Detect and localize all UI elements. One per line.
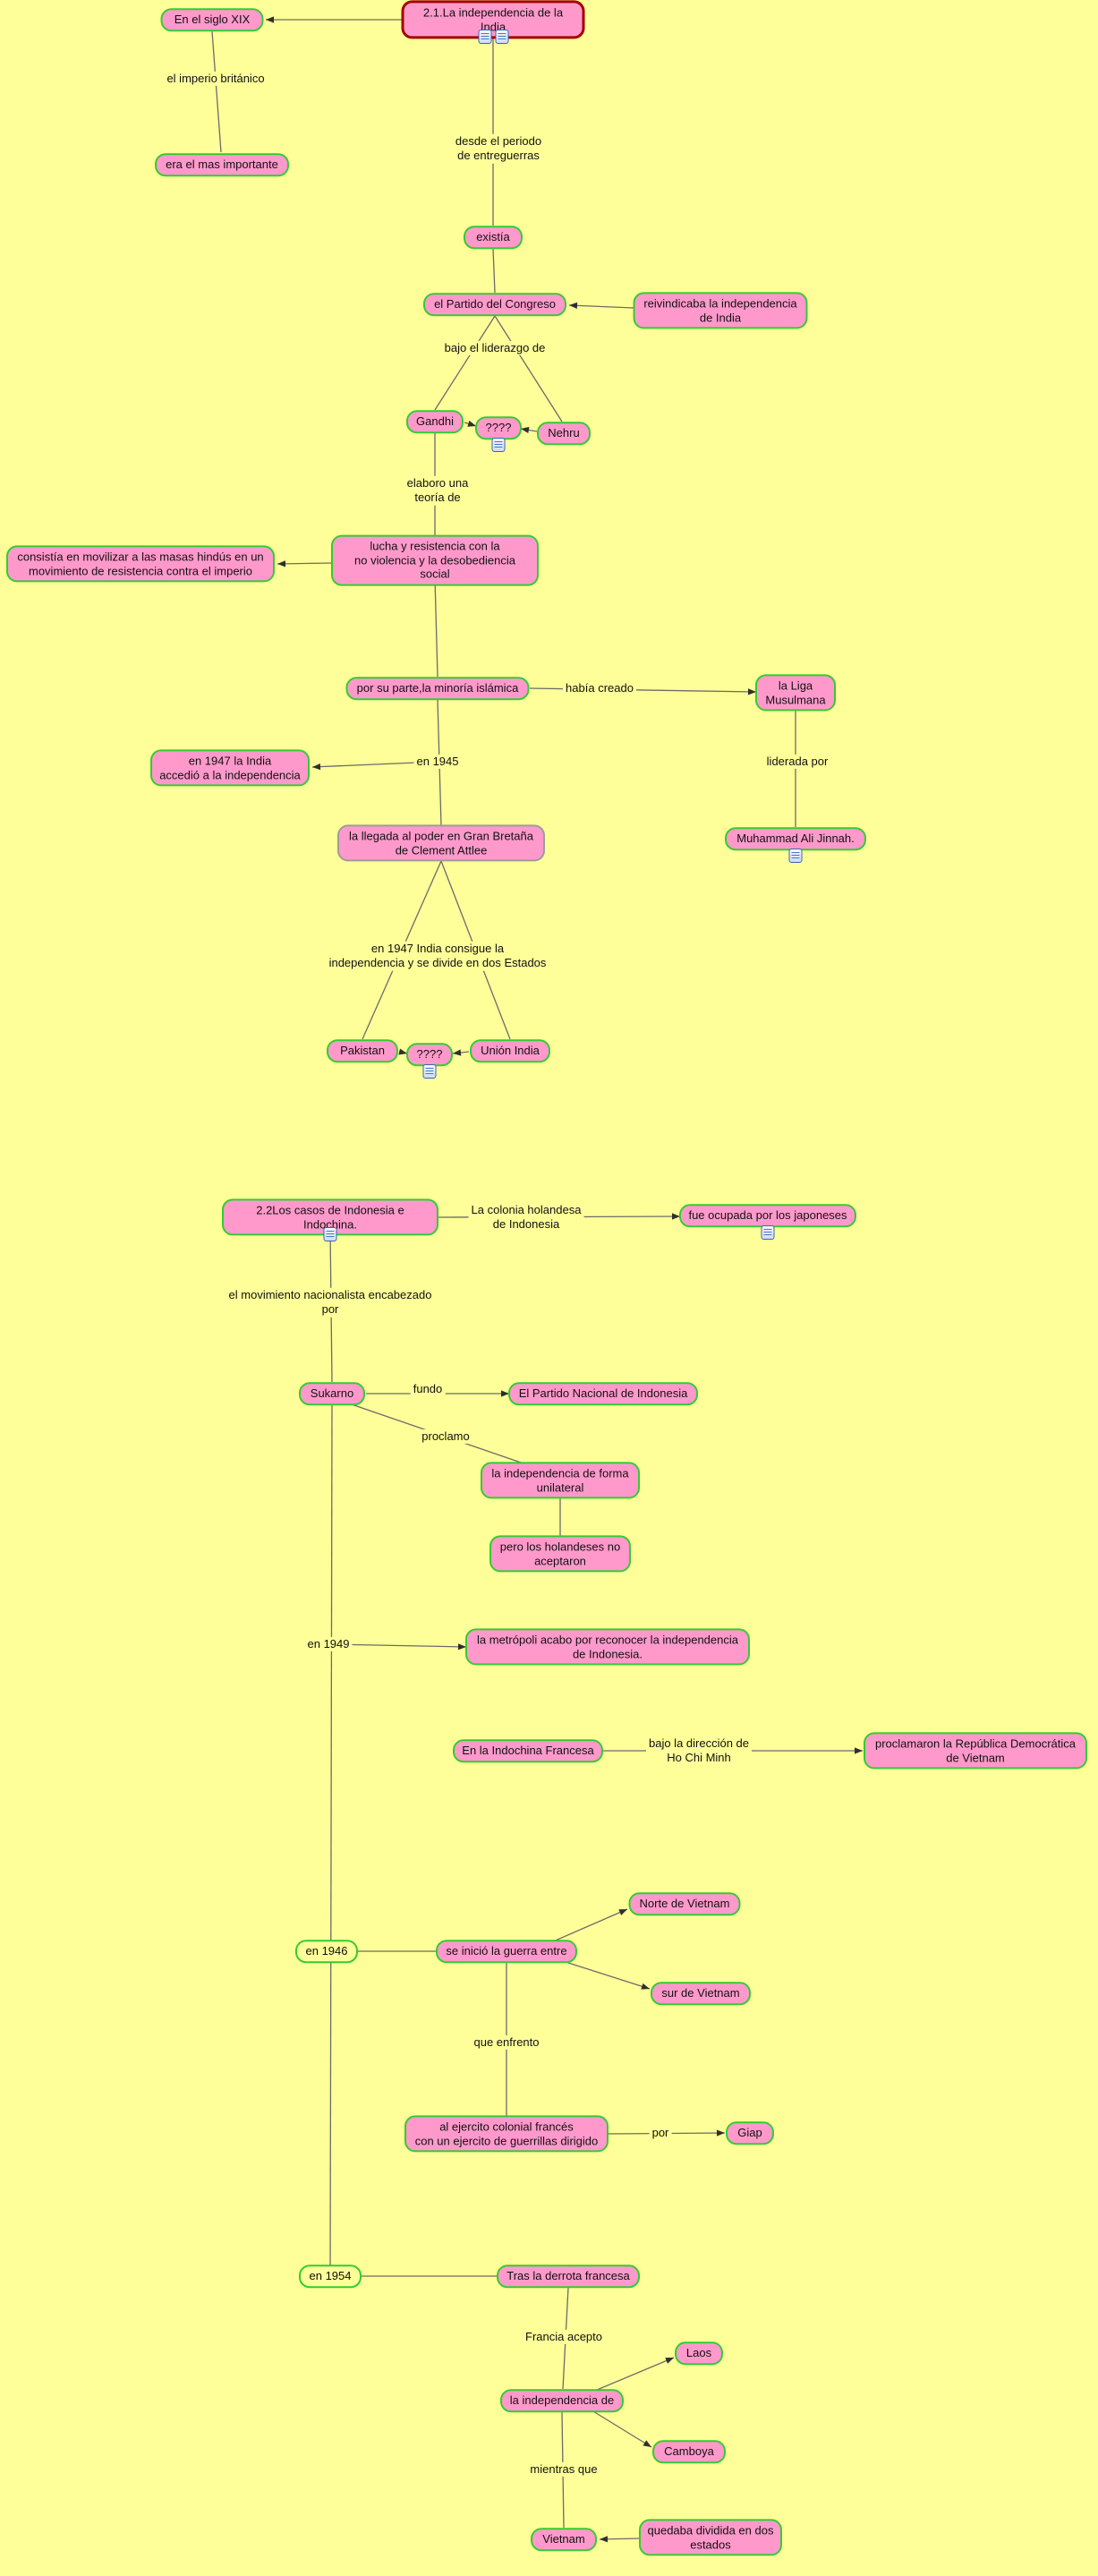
link-label-movimiento-nacionalista[interactable]: el movimiento nacionalista encabezado po… — [226, 1287, 435, 1318]
arrowhead-icon — [747, 688, 756, 695]
concept-unknown-2[interactable]: ???? — [406, 1043, 453, 1066]
concept-reivindicaba-la-independencia[interactable]: reivindicaba la independencia de India — [633, 292, 808, 329]
concept-en-el-siglo-xix[interactable]: En el siglo XIX — [160, 8, 264, 31]
arrowhead-icon — [569, 302, 578, 309]
concept-vietnam[interactable]: Vietnam — [531, 2528, 597, 2551]
resource-link-icon[interactable] — [788, 849, 803, 863]
concept-minoria-islamica[interactable]: por su parte,la minoría islámica — [345, 677, 530, 700]
arrowhead-icon — [312, 763, 321, 771]
arrowhead-icon — [457, 1643, 466, 1651]
concept-llegada-clement-attlee[interactable]: la llegada al poder en Gran Bretaña de C… — [337, 824, 545, 862]
concept-norte-de-vietnam[interactable]: Norte de Vietnam — [628, 1892, 741, 1915]
arrowhead-icon — [600, 2536, 609, 2543]
arrowhead-icon — [643, 2440, 651, 2447]
concept-giap[interactable]: Giap — [726, 2121, 774, 2145]
connector-line — [568, 304, 634, 309]
link-label-mientras-que[interactable]: mientras que — [527, 2461, 600, 2478]
arrowhead-icon — [277, 560, 286, 567]
connector-line — [211, 30, 222, 153]
concept-la-liga-musulmana[interactable]: la Liga Musulmana — [755, 674, 836, 712]
concept-republica-democratica-vietnam[interactable]: proclamaron la República Democrática de … — [864, 1732, 1087, 1770]
connector-line — [492, 248, 496, 294]
connector-line — [494, 315, 563, 422]
link-label-en-1949[interactable]: en 1949 — [304, 1636, 353, 1652]
link-label-bajo-el-liderazgo[interactable]: bajo el liderazgo de — [441, 340, 549, 356]
concept-el-partido-del-congreso[interactable]: el Partido del Congreso — [423, 293, 566, 316]
arrowhead-icon — [716, 2129, 725, 2137]
link-label-colonia-holandesa[interactable]: La colonia holandesa de Indonesia — [468, 1202, 584, 1233]
concept-independencia-unilateral[interactable]: la independencia de forma unilateral — [481, 1462, 640, 1499]
link-label-liderada-por[interactable]: liderada por — [763, 754, 831, 770]
concept-consistia-en-movilizar[interactable]: consistía en movilizar a las masas hindú… — [6, 545, 275, 583]
concept-guerra-entre[interactable]: se inició la guerra entre — [436, 1940, 577, 1963]
connector-line — [434, 315, 496, 411]
concept-holandeses-no-aceptaron[interactable]: pero los holandeses no aceptaron — [489, 1535, 631, 1573]
concept-era-el-mas-importante[interactable]: era el mas importante — [155, 153, 289, 176]
link-label-en-1945[interactable]: en 1945 — [413, 754, 462, 770]
resource-link-icon[interactable] — [323, 1227, 337, 1241]
concept-ocupada-por-japoneses[interactable]: fue ocupada por los japoneses — [679, 1204, 856, 1227]
link-label-en-1947-divide[interactable]: en 1947 India consigue la independencia … — [326, 941, 549, 971]
arrowhead-icon — [855, 1747, 863, 1754]
link-label-fundo[interactable]: fundo — [410, 1381, 446, 1397]
concept-la-independencia-de[interactable]: la independencia de — [500, 2389, 624, 2412]
arrowhead-icon — [501, 1390, 509, 1397]
arrowhead-icon — [453, 1049, 462, 1056]
concept-union-india[interactable]: Unión India — [470, 1039, 550, 1062]
arrowhead-icon — [665, 2358, 674, 2364]
resource-link-icon[interactable] — [478, 30, 491, 44]
concept-ejercito-colonial-frances[interactable]: al ejercito colonial francés con un ejer… — [404, 2115, 609, 2153]
connector-line — [277, 562, 333, 565]
concept-sukarno[interactable]: Sukarno — [299, 1382, 365, 1405]
link-label-habia-creado[interactable]: había creado — [563, 680, 636, 696]
link-label-bajo-direccion-ho-chi-minh[interactable]: bajo la dirección de Ho Chi Minh — [645, 1736, 753, 1766]
arrowhead-icon — [521, 426, 530, 434]
concept-sur-de-vietnam[interactable]: sur de Vietnam — [651, 1982, 751, 2005]
concept-muhammad-ali-jinnah[interactable]: Muhammad Ali Jinnah. — [725, 827, 866, 850]
concept-pakistan[interactable]: Pakistan — [327, 1039, 398, 1062]
connector-line — [434, 577, 438, 678]
concept-existia[interactable]: existía — [464, 226, 523, 249]
concept-gandhi[interactable]: Gandhi — [406, 410, 464, 433]
concept-indochina-francesa[interactable]: En la Indochina Francesa — [453, 1739, 603, 1762]
concept-india-accede-independencia[interactable]: en 1947 la India accedió a la independen… — [150, 749, 310, 787]
concept-laos[interactable]: Laos — [675, 2341, 723, 2365]
connector-line — [550, 1908, 628, 1943]
concept-lucha-y-resistencia[interactable]: lucha y resistencia con la no violencia … — [331, 534, 539, 586]
arrowhead-icon — [641, 1983, 650, 1990]
link-label-francia-acepto[interactable]: Francia acepto — [523, 2329, 605, 2345]
arrowhead-icon — [671, 1213, 680, 1220]
concept-en-1954[interactable]: en 1954 — [299, 2265, 362, 2288]
concept-metropoli-reconoce[interactable]: la metrópoli acabo por reconocer la inde… — [465, 1628, 750, 1666]
link-label-el-imperio-britanico[interactable]: el imperio británico — [164, 71, 268, 87]
concept-independencia-india-title[interactable]: 2.1.La independencia de la India — [401, 0, 585, 39]
connector-line — [559, 1959, 651, 1990]
resource-link-icon[interactable] — [422, 1064, 437, 1079]
resource-link-icon[interactable] — [495, 30, 508, 44]
connector-line — [588, 2408, 652, 2448]
connector-line — [590, 2357, 675, 2393]
concept-en-1946[interactable]: en 1946 — [295, 1940, 358, 1963]
concept-unknown-1[interactable]: ???? — [475, 416, 522, 439]
concept-dividida-en-dos-estados[interactable]: quedaba dividida en dos estados — [639, 2519, 782, 2556]
concept-nehru[interactable]: Nehru — [537, 422, 591, 445]
resource-link-icon[interactable] — [761, 1225, 775, 1240]
connector-line — [329, 1643, 467, 1648]
connector-line — [329, 1404, 333, 2279]
link-label-proclamo[interactable]: proclamo — [419, 1429, 472, 1445]
link-label-elaboro-una-teoria[interactable]: elaboro una teoría de — [404, 475, 472, 506]
arrowhead-icon — [618, 1909, 627, 1915]
concept-partido-nacional-indonesia[interactable]: El Partido Nacional de Indonesia — [508, 1382, 698, 1405]
resource-link-icon[interactable] — [491, 438, 506, 452]
link-label-que-enfrento[interactable]: que enfrento — [471, 2034, 542, 2051]
arrowhead-icon — [467, 420, 476, 427]
arrowhead-icon — [398, 1048, 407, 1055]
concept-derrota-francesa[interactable]: Tras la derrota francesa — [497, 2265, 640, 2288]
link-label-por[interactable]: por — [649, 2125, 672, 2141]
concept-camboya[interactable]: Camboya — [652, 2440, 726, 2463]
link-label-desde-el-periodo[interactable]: desde el periodo de entreguerras — [452, 133, 545, 164]
arrowhead-icon — [266, 16, 274, 23]
